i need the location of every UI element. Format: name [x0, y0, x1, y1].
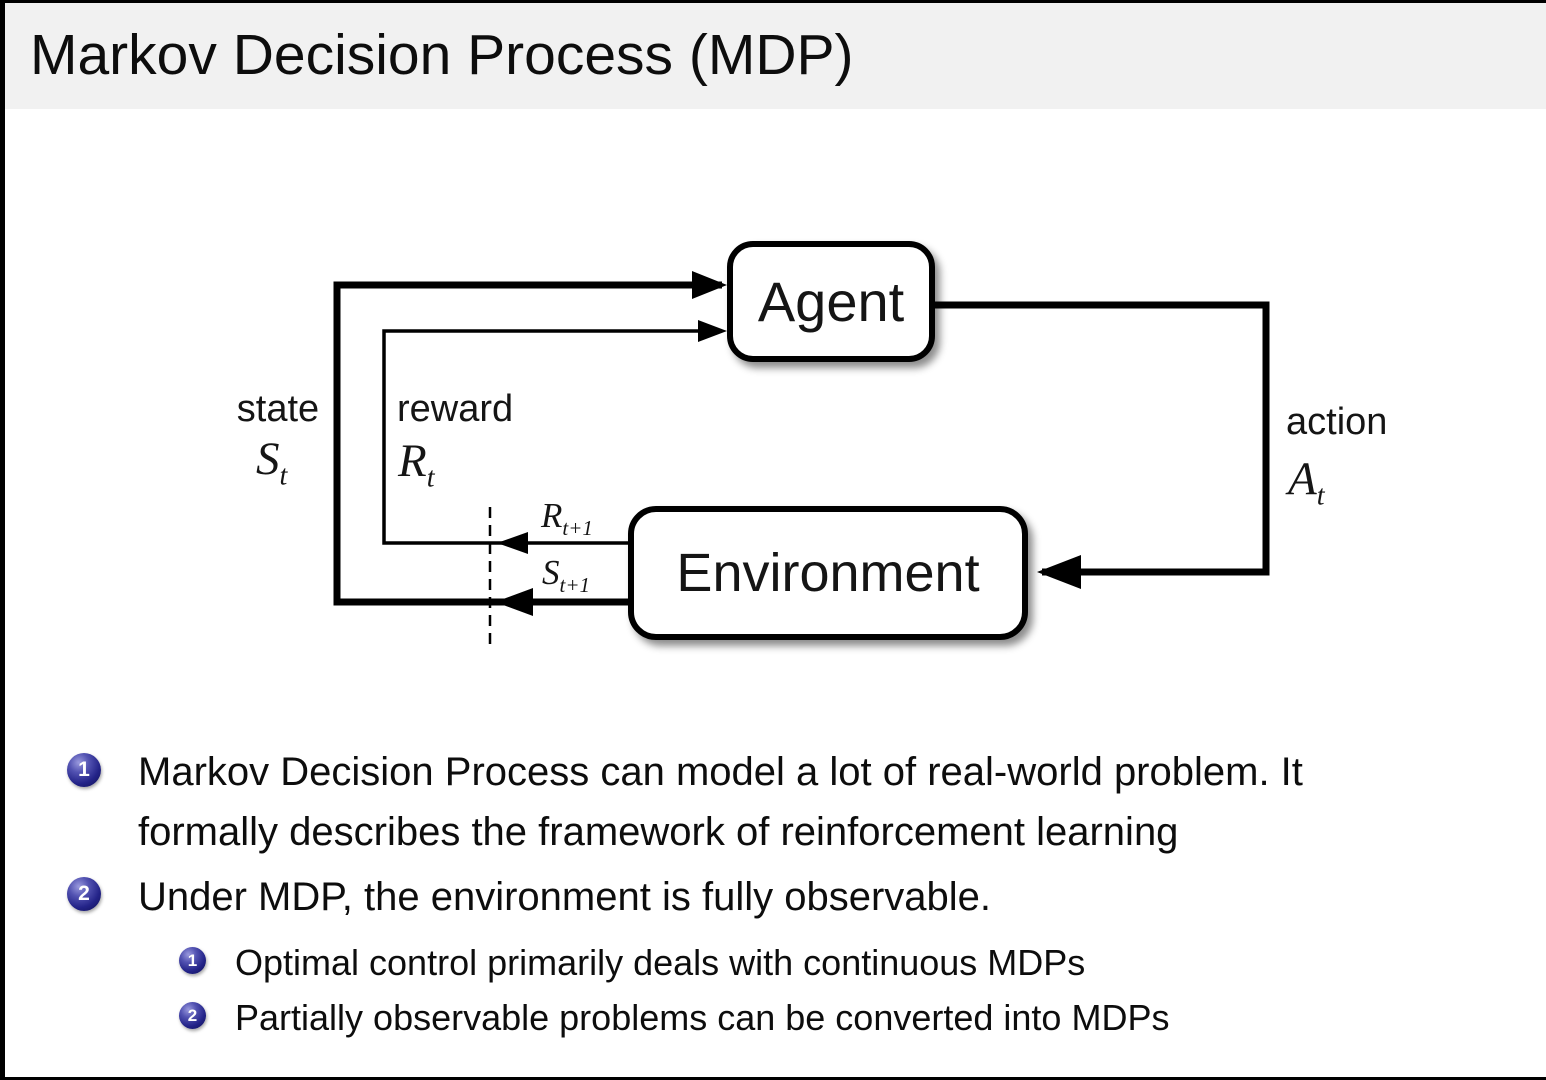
action-to-environment-arrowhead	[1037, 555, 1081, 589]
sub-bullet-1-text: Optimal control primarily deals with con…	[235, 942, 1086, 983]
reward-symbol-subscript: t	[426, 462, 435, 494]
state-to-agent-arrowhead	[692, 271, 727, 299]
reward-symbol-base: R	[398, 435, 427, 487]
state-label: state	[236, 388, 320, 430]
sub-bullet-2-text: Partially observable problems can be con…	[235, 997, 1170, 1038]
action-symbol-base: A	[1288, 453, 1317, 505]
sub-bullet-marker-2-number: 2	[187, 1005, 198, 1025]
next-reward-arrowhead	[497, 532, 528, 554]
page-title: Markov Decision Process (MDP)	[30, 23, 854, 87]
next-state-symbol-subscript: t+1	[559, 573, 591, 597]
window-left-edge	[0, 0, 5, 1080]
environment-node: Environment	[628, 506, 1028, 640]
environment-node-label: Environment	[676, 543, 980, 603]
action-label: action	[1286, 401, 1388, 443]
reward-symbol: Rt	[398, 434, 435, 494]
sub-bullet-marker-1-number: 1	[187, 950, 198, 970]
reward-to-agent-arrowhead	[698, 320, 727, 342]
reward-label: reward	[397, 388, 514, 430]
next-reward-symbol: Rt+1	[541, 496, 593, 541]
agent-node: Agent	[727, 241, 935, 362]
agent-node-label: Agent	[757, 270, 905, 333]
bullet-1-line-2: formally describes the framework of rein…	[138, 810, 1179, 854]
action-symbol-subscript: t	[1316, 480, 1325, 512]
next-state-symbol-base: S	[542, 553, 560, 592]
bullet-2-line-1: Under MDP, the environment is fully obse…	[138, 875, 992, 919]
next-reward-symbol-subscript: t+1	[562, 516, 593, 540]
state-symbol-base: S	[256, 433, 280, 485]
next-state-symbol: St+1	[542, 553, 590, 598]
bullet-marker-2-number: 2	[78, 882, 90, 905]
next-state-arrowhead	[495, 588, 533, 616]
bullet-marker-1-number: 1	[78, 758, 90, 781]
sub-bullet-marker-1: 1	[179, 947, 206, 974]
next-reward-symbol-base: R	[541, 496, 563, 535]
action-symbol: At	[1288, 452, 1325, 512]
sub-bullet-marker-2: 2	[179, 1002, 206, 1029]
window-top-edge	[0, 0, 1546, 3]
action-line	[935, 301, 1270, 576]
window-bottom-edge	[0, 1077, 1546, 1080]
state-symbol-subscript: t	[279, 460, 288, 492]
slide-header: Markov Decision Process (MDP)	[0, 0, 1546, 109]
bullet-marker-1: 1	[67, 753, 101, 787]
state-symbol: St	[256, 432, 287, 492]
bullet-marker-2: 2	[67, 877, 101, 911]
state-loop-line	[333, 281, 722, 606]
bullet-1-line-1: Markov Decision Process can model a lot …	[138, 750, 1303, 794]
